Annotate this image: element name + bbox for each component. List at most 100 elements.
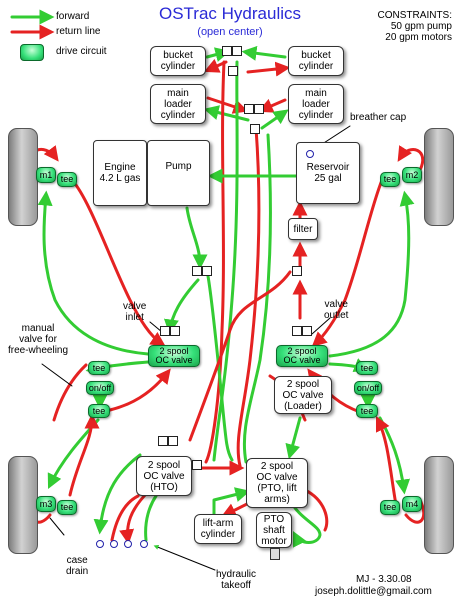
line [52, 363, 88, 422]
hydraulic-takeoff-label: hydraulic takeoff [216, 569, 257, 591]
engine: Engine 4.2 L gas [93, 140, 147, 206]
takeoff-pointer [153, 544, 216, 571]
filter: filter [288, 218, 318, 240]
breather-cap-icon [306, 150, 314, 158]
tee-right-lower: tee [356, 404, 378, 418]
case-drain-label: case drain [66, 555, 89, 577]
tee-m3: tee [57, 500, 77, 515]
email-label: joseph.dolittle@gmail.com [315, 586, 432, 597]
liftarm-cylinder: lift-arm cylinder [194, 514, 242, 544]
line [70, 178, 166, 347]
constraints-heading: CONSTRAINTS: [377, 10, 452, 21]
valve-loader: 2 spool OC valve (Loader) [274, 376, 332, 414]
line [206, 274, 234, 462]
tee-block [292, 326, 302, 336]
valve-right-oc: 2 spool OC valve [276, 345, 328, 367]
line [303, 488, 329, 532]
line [68, 413, 100, 497]
bucket-cylinder-left: bucket cylinder [150, 46, 206, 76]
tee-block [168, 436, 178, 446]
line [119, 490, 150, 545]
takeoff-coupler [96, 540, 104, 548]
motor-m2: m2 [402, 167, 422, 183]
line [242, 133, 272, 464]
tee-block [232, 46, 242, 56]
tee-block [158, 436, 168, 446]
legend-return-label: return line [56, 26, 101, 37]
takeoff-coupler [110, 540, 118, 548]
wheel-rear-left [8, 456, 38, 554]
tee-block [254, 104, 264, 114]
onoff-left: on/off [86, 381, 114, 395]
loader-cylinder-left: main loader cylinder [150, 84, 206, 124]
line [246, 61, 291, 77]
pump: Pump [147, 140, 210, 206]
constraint-pump: 50 gpm pump [390, 21, 452, 32]
tee-m4: tee [380, 500, 400, 515]
legend-drive-swatch [20, 44, 44, 61]
wheel-front-left [8, 128, 38, 226]
takeoff-coupler [140, 540, 148, 548]
takeoff-coupler [124, 540, 132, 548]
line [163, 278, 200, 335]
tee-block [222, 46, 232, 56]
line [288, 498, 322, 548]
case-drain-pointer [49, 517, 65, 536]
tee-block [292, 266, 302, 276]
line [311, 178, 384, 348]
line [37, 190, 150, 356]
valve-pto-liftarms: 2 spool OC valve (PTO, lift arms) [246, 458, 308, 508]
valve-inlet-label: valve inlet [123, 301, 147, 323]
credit-label: MJ - 3.30.08 [356, 574, 412, 585]
line [241, 45, 287, 61]
valve-left-oc: 2 spool OC valve [148, 345, 200, 367]
line [93, 453, 142, 535]
line [236, 126, 261, 468]
loader-cylinder-right: main loader cylinder [288, 84, 344, 124]
tee-block [202, 266, 212, 276]
tee-block [250, 124, 260, 134]
line [328, 190, 415, 358]
tee-block [302, 326, 312, 336]
line [188, 270, 292, 442]
valve-hto: 2 spool OC valve (HTO) [136, 456, 192, 496]
line [203, 105, 250, 122]
diagram-title: OSTrac Hydraulics [158, 4, 301, 23]
manual-valve-pointer [41, 363, 73, 387]
tee-left-lower: tee [88, 404, 110, 418]
line [257, 98, 287, 113]
motor-m4: m4 [402, 496, 422, 512]
tee-block [192, 460, 202, 470]
line [375, 415, 398, 507]
pto-shaft-motor: PTO shaft motor [256, 512, 292, 548]
valve-outlet-label: valve outlet [324, 299, 349, 321]
tee-block [192, 266, 202, 276]
tee-block [160, 326, 170, 336]
line [397, 145, 424, 172]
tee-block [170, 326, 180, 336]
tee-block [228, 66, 238, 76]
tee-m2: tee [380, 172, 400, 187]
line [285, 416, 302, 460]
line [260, 109, 289, 130]
line [204, 60, 226, 464]
motor-m3: m3 [36, 496, 56, 512]
constraint-motors: 20 gpm motors [385, 32, 452, 43]
tee-left-upper: tee [88, 361, 110, 375]
manual-valve-label: manual valve for free-wheeling [8, 323, 69, 356]
line [185, 206, 208, 270]
line [206, 96, 249, 114]
bucket-cylinder-right: bucket cylinder [288, 46, 344, 76]
diagram-subtitle: (open center) [197, 26, 263, 38]
legend-forward-label: forward [56, 11, 90, 22]
tee-block [244, 104, 254, 114]
breather-cap-label: breather cap [350, 112, 407, 123]
legend-drive-label: drive circuit [56, 46, 107, 57]
constraints-block: CONSTRAINTS: 50 gpm pump 20 gpm motors [378, 10, 452, 43]
outlet-pointer [311, 317, 331, 335]
line [108, 368, 171, 412]
tee-right-upper: tee [356, 361, 378, 375]
wheel-rear-right [424, 456, 454, 554]
